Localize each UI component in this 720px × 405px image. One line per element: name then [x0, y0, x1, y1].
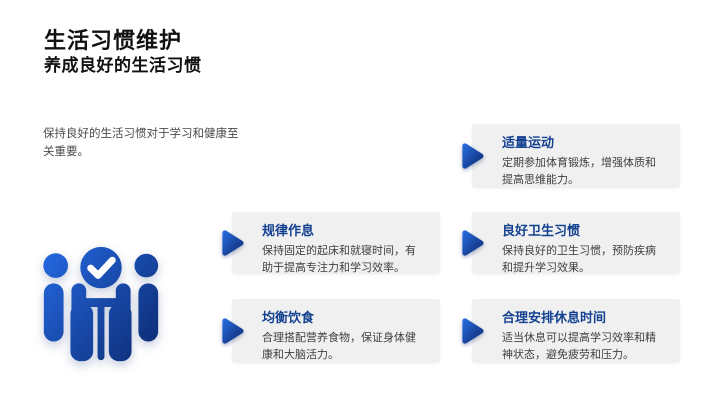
card-balanced-diet: 均衡饮食 合理搭配营养食物，保证身体健康和大脑活力。 [222, 299, 440, 363]
card-hygiene: 良好卫生习惯 保持良好的卫生习惯，预防疾病和提升学习效果。 [462, 212, 680, 274]
page-subtitle: 养成良好的生活习惯 [44, 56, 202, 75]
card-description: 适当休息可以提高学习效率和精神状态，避免疲劳和压力。 [502, 332, 656, 361]
play-arrow-icon [222, 318, 244, 344]
card-title: 适量运动 [502, 135, 555, 150]
people-meeting-check-icon [43, 246, 159, 362]
play-arrow-icon [462, 318, 484, 344]
play-arrow-icon [462, 143, 484, 169]
card-title: 规律作息 [262, 223, 315, 238]
check-icon [87, 256, 116, 279]
card-sleep-schedule: 规律作息 保持固定的起床和就寝时间，有助于提高专注力和学习效率。 [222, 212, 440, 274]
page-title: 生活习惯维护 [44, 28, 183, 53]
card-title: 均衡饮食 [262, 310, 315, 325]
card-title: 良好卫生习惯 [502, 223, 581, 238]
play-arrow-icon [222, 230, 244, 256]
card-description: 定期参加体育锻炼，增强体质和提高思维能力。 [502, 157, 656, 186]
card-description: 保持良好的卫生习惯，预防疾病和提升学习效果。 [502, 245, 656, 274]
play-arrow-icon [462, 230, 484, 256]
card-description: 保持固定的起床和就寝时间，有助于提高专注力和学习效率。 [262, 245, 416, 274]
intro-paragraph: 保持良好的生活习惯对于学习和健康至关重要。 [43, 128, 239, 159]
card-exercise: 适量运动 定期参加体育锻炼，增强体质和提高思维能力。 [462, 124, 680, 188]
card-rest-time: 合理安排休息时间 适当休息可以提高学习效率和精神状态，避免疲劳和压力。 [462, 299, 680, 363]
card-title: 合理安排休息时间 [502, 310, 607, 325]
card-description: 合理搭配营养食物，保证身体健康和大脑活力。 [262, 332, 416, 361]
